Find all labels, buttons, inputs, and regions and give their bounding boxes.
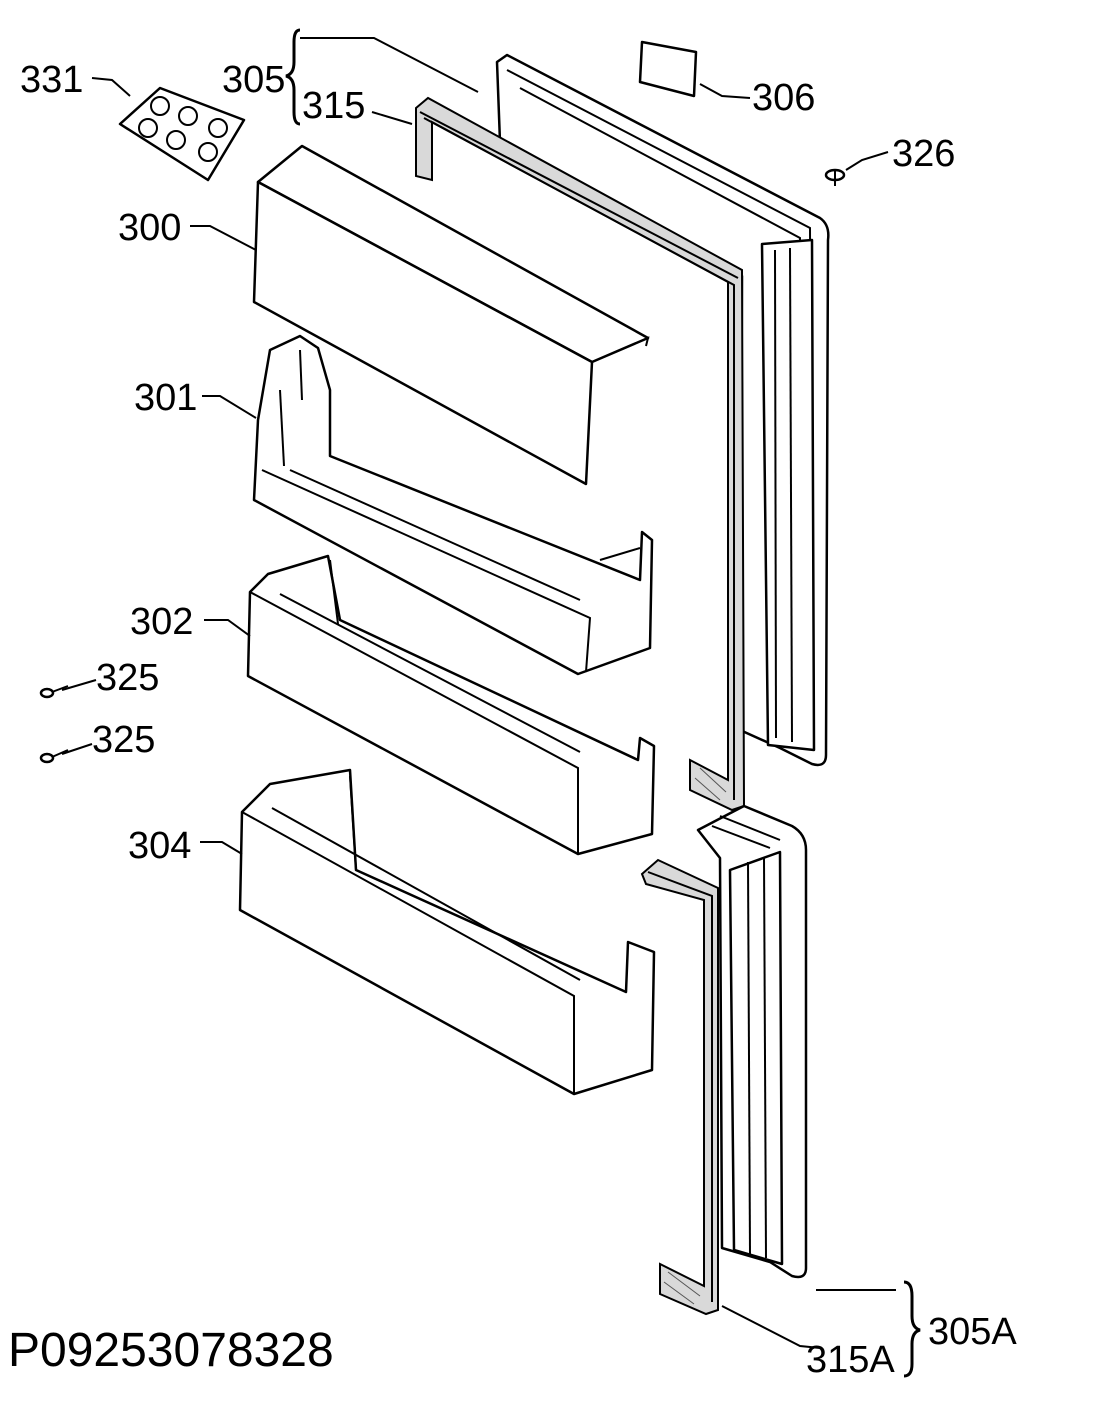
label-326: 326 — [892, 133, 955, 175]
label-331: 331 — [20, 59, 83, 101]
label-300: 300 — [118, 207, 181, 249]
leader-lines — [61, 28, 921, 1378]
lid-part-300 — [252, 144, 650, 486]
egg-tray-part-331 — [118, 86, 246, 182]
screw-part-325-lower — [39, 749, 69, 764]
screw-part-325-upper — [39, 685, 69, 699]
label-305: 305 — [222, 59, 285, 101]
clip-part-326 — [824, 168, 846, 186]
label-315: 315 — [302, 85, 365, 127]
label-325-lower: 325 — [92, 719, 155, 761]
upper-gasket-part-315 — [415, 96, 746, 812]
drawing-id: P09253078328 — [8, 1324, 334, 1377]
door-shelf-part-301 — [252, 334, 654, 676]
door-shelf-part-302 — [246, 554, 656, 856]
lower-gasket-part-315A — [640, 858, 719, 1316]
label-301: 301 — [134, 377, 197, 419]
label-plate-part-306 — [638, 40, 698, 98]
door-shelf-part-304 — [238, 768, 656, 1096]
label-305A: 305A — [928, 1311, 1017, 1353]
label-325-upper: 325 — [96, 657, 159, 699]
lower-door-part-305A — [696, 804, 808, 1279]
label-302: 302 — [130, 601, 193, 643]
upper-door-part-305 — [495, 53, 830, 767]
label-306: 306 — [752, 77, 815, 119]
label-304: 304 — [128, 825, 191, 867]
label-315A: 315A — [806, 1339, 895, 1381]
